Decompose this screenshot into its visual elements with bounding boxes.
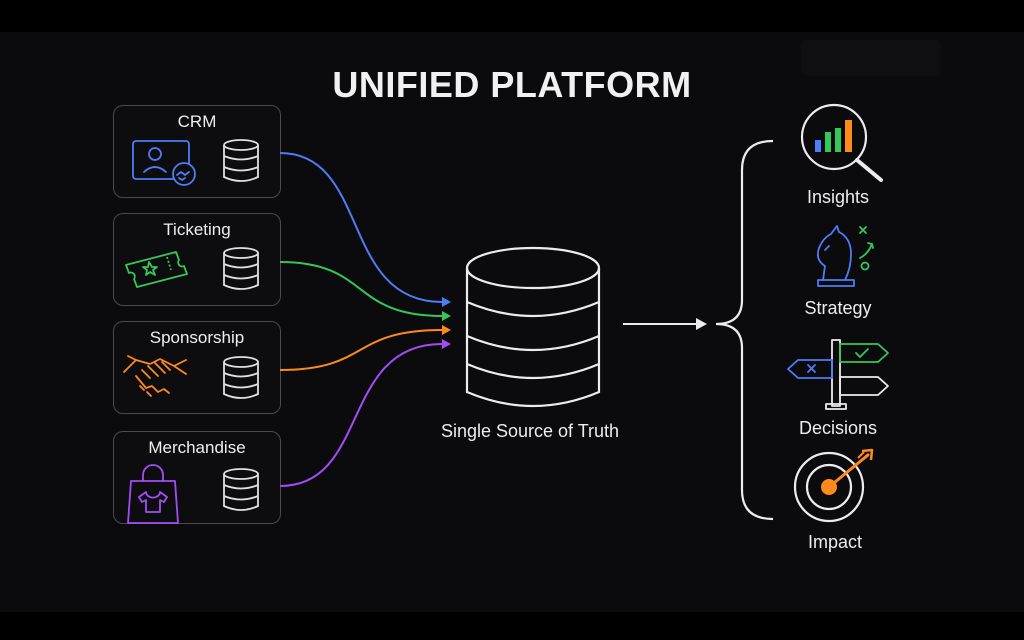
outcome-label-insights: Insights [806, 187, 870, 207]
outcome-label-impact: Impact [807, 532, 863, 552]
page-title: UNIFIED PLATFORM [332, 64, 692, 105]
connector-sponsorship [279, 325, 451, 371]
magnifier-bar-chart-icon [800, 103, 883, 182]
contact-card-handshake-icon [132, 140, 196, 186]
chess-knight-icon [816, 225, 874, 287]
source-box-ticketing: Ticketing [113, 213, 281, 306]
database-icon [223, 139, 259, 182]
handshake-icon [123, 355, 187, 397]
source-label-sponsorship: Sponsorship [149, 328, 245, 347]
outcome-label-decisions: Decisions [798, 418, 878, 438]
source-label-crm: CRM [177, 112, 217, 131]
target-arrow-icon [793, 448, 874, 523]
database-icon [223, 356, 259, 399]
brace [715, 139, 774, 521]
source-box-sponsorship: Sponsorship [113, 321, 281, 414]
output-arrow [623, 318, 707, 330]
corner-placeholder [801, 40, 941, 76]
outcome-label-strategy: Strategy [804, 298, 872, 318]
shopping-bag-shirt-icon [127, 464, 179, 524]
database-icon [223, 247, 259, 290]
signpost-icon [787, 339, 889, 410]
ticket-icon [125, 251, 188, 288]
connector-crm [279, 152, 451, 307]
database-icon [223, 468, 259, 511]
source-box-crm: CRM [113, 105, 281, 198]
source-label-merchandise: Merchandise [148, 438, 246, 457]
connector-ticketing [279, 261, 451, 321]
letterbox-bottom [0, 612, 1024, 640]
source-label-ticketing: Ticketing [163, 220, 231, 239]
central-database-icon [465, 246, 601, 408]
hub-label: Single Source of Truth [440, 421, 620, 441]
connector-merchandise [279, 339, 451, 487]
letterbox-top [0, 0, 1024, 32]
